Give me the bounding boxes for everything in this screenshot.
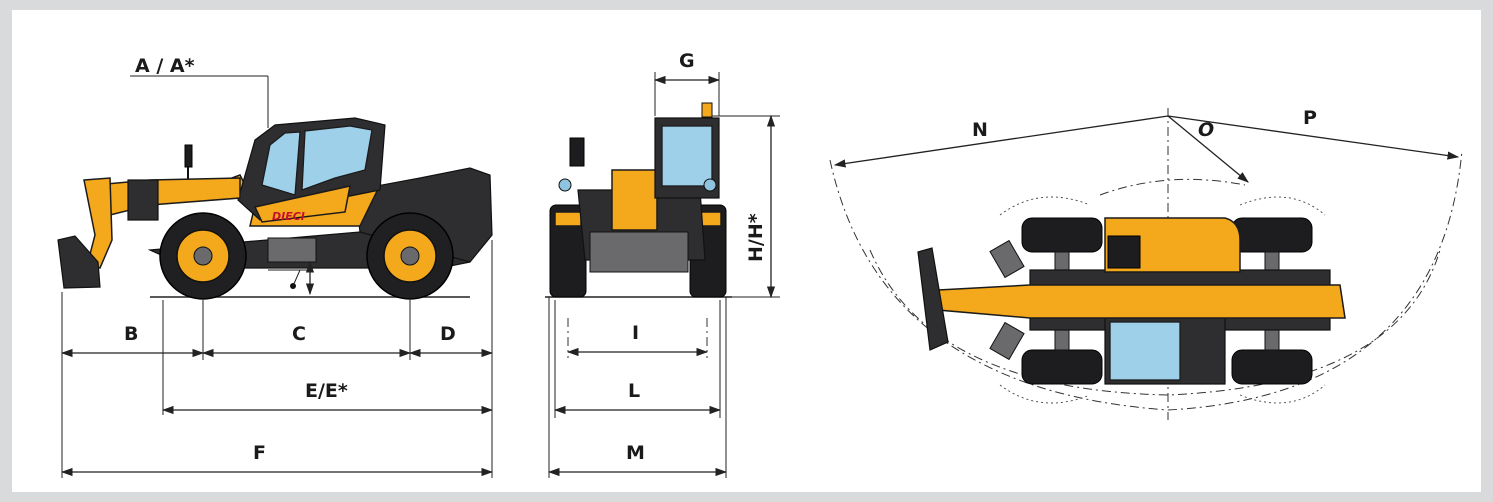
- label-a: A / A*: [135, 55, 195, 77]
- dimension-diagram: DIECI A / A*: [57, 50, 1463, 478]
- boom-head: [127, 179, 159, 221]
- front-wheel: [159, 212, 247, 300]
- cab-door-glass: [261, 131, 301, 196]
- turning-radius-outer: [829, 149, 1463, 411]
- top-wheel-rr: [1231, 349, 1313, 385]
- top-vent: [1107, 235, 1141, 269]
- top-wheel-rl: [1231, 217, 1313, 253]
- label-f: F: [253, 442, 266, 464]
- diagram-frame: DIECI A / A*: [12, 10, 1481, 492]
- fork-carriage: [83, 177, 113, 270]
- label-m: M: [626, 442, 645, 464]
- label-e: E/E*: [305, 380, 348, 402]
- top-wheel-fl: [1021, 217, 1103, 253]
- cab-front-glass: [661, 125, 713, 187]
- label-b: B: [124, 323, 138, 345]
- rear-wheel: [366, 212, 454, 300]
- label-i: I: [632, 322, 639, 344]
- front-view: G H/H* I L M: [545, 50, 780, 478]
- label-h: H/H*: [745, 213, 767, 262]
- cab-base-panel: [253, 185, 351, 223]
- label-p: P: [1303, 107, 1317, 129]
- mirror: [184, 144, 193, 168]
- boom: [93, 177, 241, 216]
- label-d: D: [440, 323, 456, 345]
- boom-front: [611, 169, 658, 231]
- label-g: G: [679, 50, 695, 72]
- brand-logo: DIECI: [272, 210, 305, 223]
- front-mirror: [569, 137, 585, 167]
- attachment: [57, 235, 101, 289]
- cab-window-glass: [301, 125, 373, 191]
- step-box: [267, 237, 317, 263]
- top-wheel-fr: [1021, 349, 1103, 385]
- top-boom: [937, 284, 1346, 319]
- front-grille: [589, 231, 689, 273]
- label-c: C: [292, 323, 306, 345]
- beacon: [701, 102, 713, 118]
- top-cab-glass: [1109, 321, 1181, 381]
- label-n: N: [972, 119, 988, 141]
- label-l: L: [628, 380, 640, 402]
- side-view: DIECI A / A*: [57, 55, 494, 478]
- top-attachment: [917, 247, 949, 351]
- label-o: O: [1198, 119, 1214, 141]
- top-view: N O P: [829, 107, 1463, 420]
